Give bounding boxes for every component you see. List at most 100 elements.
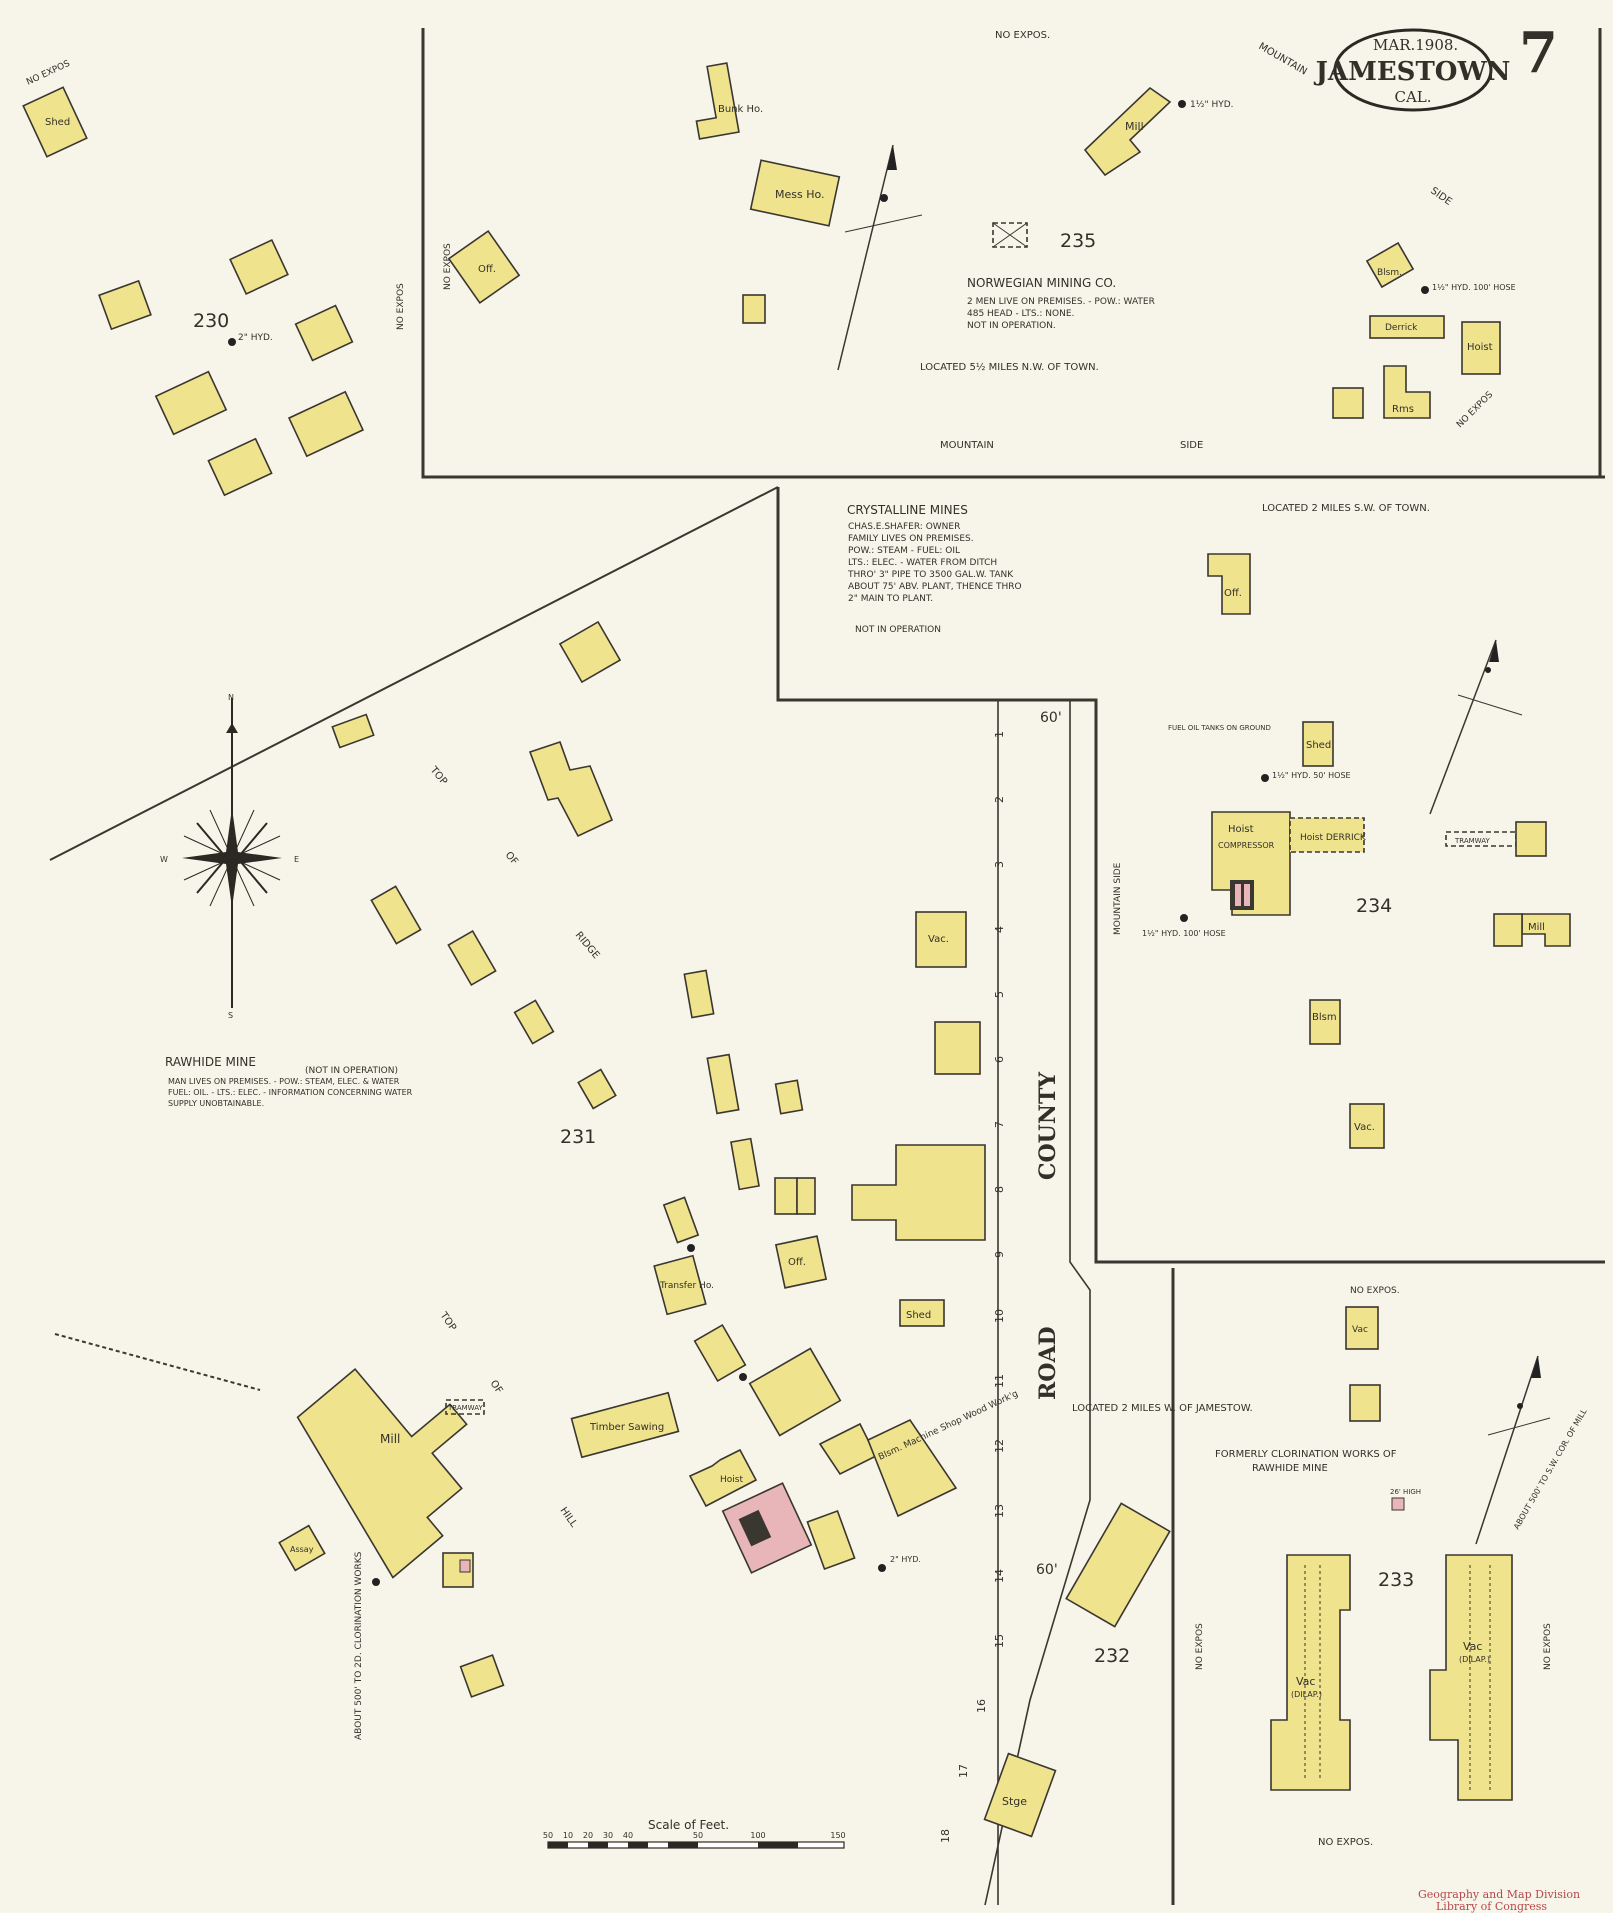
vacant-d xyxy=(1345,1306,1379,1350)
rooms-building xyxy=(577,1068,617,1110)
mine-status-231: (NOT IN OPERATION) xyxy=(305,1066,398,1076)
clorination-label: ABOUT 500' TO 2D. CLORINATION WORKS xyxy=(354,1551,364,1740)
rooms-building xyxy=(774,1079,804,1115)
note-234-3: POW.: STEAM - FUEL: OIL xyxy=(848,546,960,556)
block-number-230: 230 xyxy=(193,310,229,332)
vac-label-d: Vac xyxy=(1352,1325,1368,1335)
road-number-11: 11 xyxy=(993,1374,1006,1388)
road-number-6: 6 xyxy=(993,1056,1006,1063)
rooms-building xyxy=(662,1196,700,1244)
vacant-234 xyxy=(1349,1103,1385,1149)
county-road: COUNTY ROAD 60' 60' xyxy=(984,700,1091,1906)
dwelling xyxy=(294,304,354,362)
bunk-label: Bunk Ho. xyxy=(718,104,763,115)
state-name: CAL. xyxy=(1394,88,1431,106)
road-number-9: 9 xyxy=(993,1251,1006,1258)
hydrant-label-234a: 1½" HYD. 50' HOSE xyxy=(1272,771,1351,780)
note-234-1: CHAS.E.SHAFER: OWNER xyxy=(848,522,960,532)
town-name: JAMESTOWN xyxy=(1314,57,1511,87)
compass-rose: N S E W xyxy=(160,693,299,1020)
vacant-dilap-a xyxy=(1270,1554,1351,1791)
office-label-234: Off. xyxy=(1224,588,1242,599)
county-label: COUNTY xyxy=(1035,1072,1061,1180)
dwelling-large xyxy=(851,1144,986,1241)
top-of-ridge-2: OF xyxy=(503,850,520,868)
hydrant-label-231: 2" HYD. xyxy=(890,1555,921,1564)
mountain-side-234: MOUNTAIN SIDE xyxy=(1113,862,1123,935)
vac-label-234: Vac. xyxy=(1354,1122,1375,1133)
road-number-15: 15 xyxy=(993,1634,1006,1648)
shed-231 xyxy=(899,1299,945,1327)
hydrant-icon xyxy=(1261,774,1269,782)
vacant-building xyxy=(915,911,967,968)
rooms-building xyxy=(370,885,422,945)
vacant-dilap-b xyxy=(1429,1554,1513,1801)
road-number-10: 10 xyxy=(993,1309,1006,1323)
no-expos-233-right: NO EXPOS xyxy=(1543,1623,1553,1670)
dwelling xyxy=(98,279,152,331)
block-number-232: 232 xyxy=(1094,1645,1130,1667)
side-bottom-label: SIDE xyxy=(1180,440,1203,451)
shed-234 xyxy=(1302,721,1334,767)
tramway-231 xyxy=(445,1399,485,1415)
storage-building xyxy=(1065,1502,1171,1628)
rooms-231 xyxy=(331,713,375,749)
mountain-bottom-label: MOUNTAIN xyxy=(940,440,994,451)
road-number-14: 14 xyxy=(993,1569,1006,1583)
note-235-3: NOT IN OPERATION. xyxy=(967,321,1056,331)
office-label-231: Off. xyxy=(788,1257,806,1268)
small-building xyxy=(742,294,766,324)
road-number-3: 3 xyxy=(993,861,1006,868)
mountain-label: MOUNTAIN xyxy=(1257,41,1309,77)
no-expos-top: NO EXPOS. xyxy=(995,30,1050,41)
high-label: 26' HIGH xyxy=(1390,1488,1421,1496)
note-231-2: FUEL: OIL. - LTS.: ELEC. - INFORMATION C… xyxy=(168,1088,413,1097)
credit-line-1: Geography and Map Division xyxy=(1418,1888,1580,1901)
blacksmith xyxy=(1365,241,1415,289)
note-231-1: MAN LIVES ON PREMISES. - POW.: STEAM, EL… xyxy=(168,1077,400,1086)
hoist-building xyxy=(1461,321,1501,375)
tank-cross-icon xyxy=(992,222,1028,248)
hydrant-icon xyxy=(228,338,236,346)
block-number-233: 233 xyxy=(1378,1569,1414,1591)
no-expos-233-bottom: NO EXPOS. xyxy=(1318,1837,1373,1848)
hoist-231 xyxy=(688,1448,758,1508)
compass-w: W xyxy=(160,855,168,864)
shed-label-231: Shed xyxy=(906,1310,931,1321)
scale-tick-1: 10 xyxy=(563,1831,573,1840)
mill-building-231 xyxy=(296,1367,468,1579)
vac-label-231: Vac. xyxy=(928,934,949,945)
top-of-hill-2: OF xyxy=(488,1378,505,1396)
small-building xyxy=(459,1654,505,1698)
no-expos-right: NO EXPOS xyxy=(1455,390,1495,430)
rooms-building xyxy=(796,1177,816,1215)
sheet-number: 7 xyxy=(1519,20,1558,86)
vacant-g xyxy=(1349,1384,1381,1422)
small-building xyxy=(806,1510,856,1570)
road-width-bottom: 60' xyxy=(1036,1562,1058,1578)
compressor-label: COMPRESSOR xyxy=(1218,841,1275,850)
road-number-12: 12 xyxy=(993,1439,1006,1453)
stge-building xyxy=(983,1752,1057,1838)
hydrant-icon xyxy=(1421,286,1429,294)
no-expos-233-left: NO EXPOS xyxy=(1195,1623,1205,1670)
credit-line-2: Library of Congress xyxy=(1436,1900,1547,1913)
derrick xyxy=(1369,315,1445,339)
title-233-1: FORMERLY CLORINATION WORKS OF xyxy=(1215,1449,1397,1460)
vac-label-a: Vac xyxy=(1296,1675,1315,1688)
no-expos-left: NO EXPOS xyxy=(443,243,453,290)
hydrant-label-230: 2" HYD. xyxy=(238,333,273,343)
note-231-3: SUPPLY UNOBTAINABLE. xyxy=(168,1099,264,1108)
timber-label: Timber Sawing xyxy=(589,1422,664,1433)
dwelling xyxy=(207,437,273,497)
block-234: CRYSTALLINE MINES CHAS.E.SHAFER: OWNER F… xyxy=(847,503,1571,1149)
fuel-oil-label: FUEL OIL TANKS ON GROUND xyxy=(1168,724,1271,732)
mill-label-231: Mill xyxy=(380,1432,400,1446)
title-233-2: RAWHIDE MINE xyxy=(1252,1463,1328,1474)
dilap-label-a: (DILAP.) xyxy=(1291,1690,1322,1699)
map-date: MAR.1908. xyxy=(1373,36,1458,54)
transfer-house xyxy=(653,1254,707,1316)
small-building xyxy=(1493,913,1523,947)
